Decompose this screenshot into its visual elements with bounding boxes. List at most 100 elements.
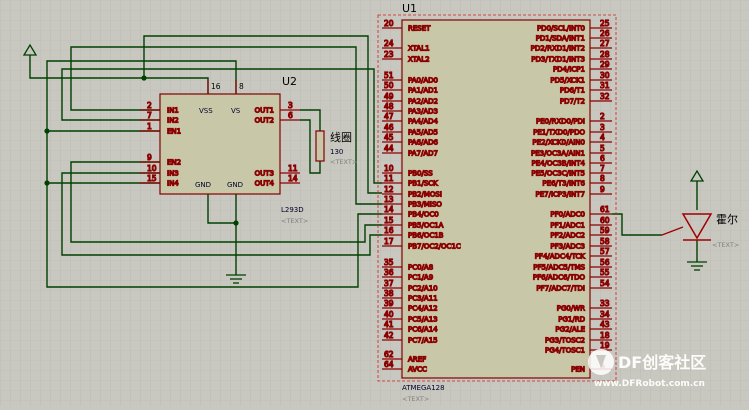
u1-pin-3-num: 3	[600, 123, 605, 132]
u1-pin-60-label: PF1/ADC1	[550, 222, 585, 230]
u2-vs-label: VS	[231, 107, 241, 115]
u2-pin-15-label: IN4	[167, 180, 179, 188]
u1-pin-41-num: 41	[384, 320, 394, 329]
u1-pin-49-label: PA2/AD2	[408, 98, 438, 106]
hall-sensor[interactable]: 霍尔 <TEXT>	[661, 213, 739, 249]
u1-pin-27-label: PD2/RXD1/INT2	[531, 45, 585, 53]
u1-pin-64-label: AVCC	[408, 366, 427, 374]
u1-pin-58-label: PF3/ADC3	[550, 243, 585, 251]
wire-in3-pb6	[61, 172, 382, 256]
power-symbols	[22, 43, 707, 284]
watermark-brand: DF创客社区	[618, 353, 706, 372]
u1-pin-38-num: 38	[384, 289, 394, 298]
u1-pin-5-label: PE3/OC3A/AIN1	[531, 150, 585, 158]
u1-pin-56-num: 56	[600, 258, 610, 267]
u1-pin-44-num: 44	[384, 144, 394, 153]
u2-pin-2-label: IN1	[167, 107, 179, 115]
u1-pin-30-label: PD5/XCK1	[550, 77, 585, 85]
u1-pin-35-label: PC0/A8	[408, 264, 433, 272]
u1-pin-57-num: 57	[600, 247, 610, 256]
u2-pin-7-num: 7	[147, 111, 152, 120]
u1-pin-2-num: 2	[600, 112, 605, 121]
u1-pin-5-num: 5	[600, 144, 605, 153]
u1-pin-12-num: 12	[384, 185, 394, 194]
u1-atmega128[interactable]: 20RESET24XTAL123XTAL251PA0/AD050PA1/AD14…	[377, 2, 617, 403]
u1-pin-57-label: PF4/ADC4/TCK	[535, 253, 586, 261]
u1-pin-26-label: PD1/SDA/INT1	[536, 35, 585, 43]
u1-pin-54-label: PF7/ADC7/TDI	[536, 285, 585, 293]
u1-pin-55-label: PF6/ADC6/TDO	[533, 274, 586, 282]
u1-pin-54-num: 54	[600, 279, 610, 288]
u1-pin-30-num: 30	[600, 71, 610, 80]
u1-pin-44-label: PA7/AD7	[408, 150, 438, 158]
u1-pin-6-num: 6	[600, 154, 605, 163]
u1-pin-4-label: PE2/XCK0/AIN0	[532, 139, 585, 147]
u1-pin-31-label: PD6/T1	[560, 87, 585, 95]
hall-vcc-arrow-symbol	[689, 169, 705, 182]
wire-pf0-hall	[612, 213, 662, 236]
u1-pin-45-label: PA6/AD6	[408, 139, 439, 147]
u1-pin-17-num: 17	[384, 237, 394, 246]
u1-pin-62-num: 62	[384, 350, 394, 359]
u1-ref: U1	[402, 2, 417, 15]
u2-body	[159, 93, 281, 195]
u1-pin-26-num: 26	[600, 29, 610, 38]
u2-pin8-num: 8	[239, 82, 244, 91]
u1-pin-9-num: 9	[600, 185, 605, 194]
u1-pin-37-label: PC2/A10	[408, 285, 438, 293]
u2-pin-11-label: OUT3	[255, 170, 274, 178]
coil-resistor[interactable]: 线圈 130 <TEXT>	[315, 130, 357, 166]
u1-right-pins: 25PD0/SCL/INT026PD1/SDA/INT127PD2/RXD1/I…	[530, 18, 612, 374]
u1-pin-25-label: PD0/SCL/INT0	[537, 25, 585, 33]
u2-pin-15-num: 15	[147, 174, 157, 183]
u1-pin-20-num: 20	[384, 19, 394, 28]
u1-pin-25-num: 25	[600, 19, 610, 28]
u1-pin-13-label: PB3/MISO	[408, 201, 442, 209]
wire-out2-coil	[300, 119, 321, 174]
u1-pin-51-num: 51	[384, 71, 394, 80]
u1-pin-12-label: PB2/MOSI	[408, 191, 442, 199]
u1-pin-14-label: PB4/OC0	[408, 211, 439, 219]
u1-pin-43-label: PG2/ALE	[555, 326, 585, 334]
watermark-url: www.DFRobot.com.cn	[594, 379, 705, 389]
u1-pin-42-label: PC7/A15	[408, 337, 438, 345]
u1-pin-40-num: 40	[384, 310, 394, 319]
u1-selection-box	[377, 14, 617, 382]
u2-pin-11-num: 11	[288, 164, 298, 173]
u1-pin-59-num: 59	[600, 226, 610, 235]
u1-pin-4-num: 4	[600, 133, 605, 142]
u1-pin-9-label: PE7/ICP3/INT7	[536, 191, 585, 199]
u1-pin-13-num: 13	[384, 195, 394, 204]
u1-pin-47-num: 47	[384, 112, 394, 121]
u1-pin-29-label: PD4/ICP1	[553, 66, 585, 74]
coil-label: 线圈	[330, 130, 352, 144]
u1-left-pins: 20RESET24XTAL123XTAL251PA0/AD050PA1/AD14…	[382, 18, 461, 374]
u1-pin-33-label: PG0/WR	[557, 305, 585, 313]
u1-pin-59-label: PF2/ADC2	[550, 232, 585, 240]
wire-en2-pb5	[70, 161, 382, 243]
u1-pin-17-label: PB7/OC2/OC1C	[408, 243, 461, 251]
u1-pin-47-label: PA4/AD4	[408, 118, 439, 126]
u1-pin-27-num: 27	[600, 39, 610, 48]
u1-pin-7-label: PE5/OC3C/INT5	[531, 170, 585, 178]
u1-part: ATMEGA128	[402, 384, 445, 392]
u1-pin-23-num: 23	[384, 50, 394, 59]
u2-pin-10-label: IN3	[167, 170, 179, 178]
u1-pin-62-label: AREF	[408, 356, 426, 364]
watermark: DF创客社区 www.DFRobot.com.cn	[588, 349, 706, 389]
u1-pin-20-label: RESET	[408, 25, 431, 33]
u1-pin-41-label: PC6/A14	[408, 326, 438, 334]
u1-pin-37-num: 37	[384, 279, 394, 288]
u2-text-placeholder: <TEXT>	[281, 217, 308, 225]
u1-pin-39-label: PC4/A12	[408, 305, 438, 313]
u1-pin-1-label: PEN	[571, 366, 585, 374]
wire-vcc-pb1	[143, 35, 382, 194]
u2-pin-1-label: EN1	[167, 128, 181, 136]
wire-gnd	[207, 194, 237, 275]
